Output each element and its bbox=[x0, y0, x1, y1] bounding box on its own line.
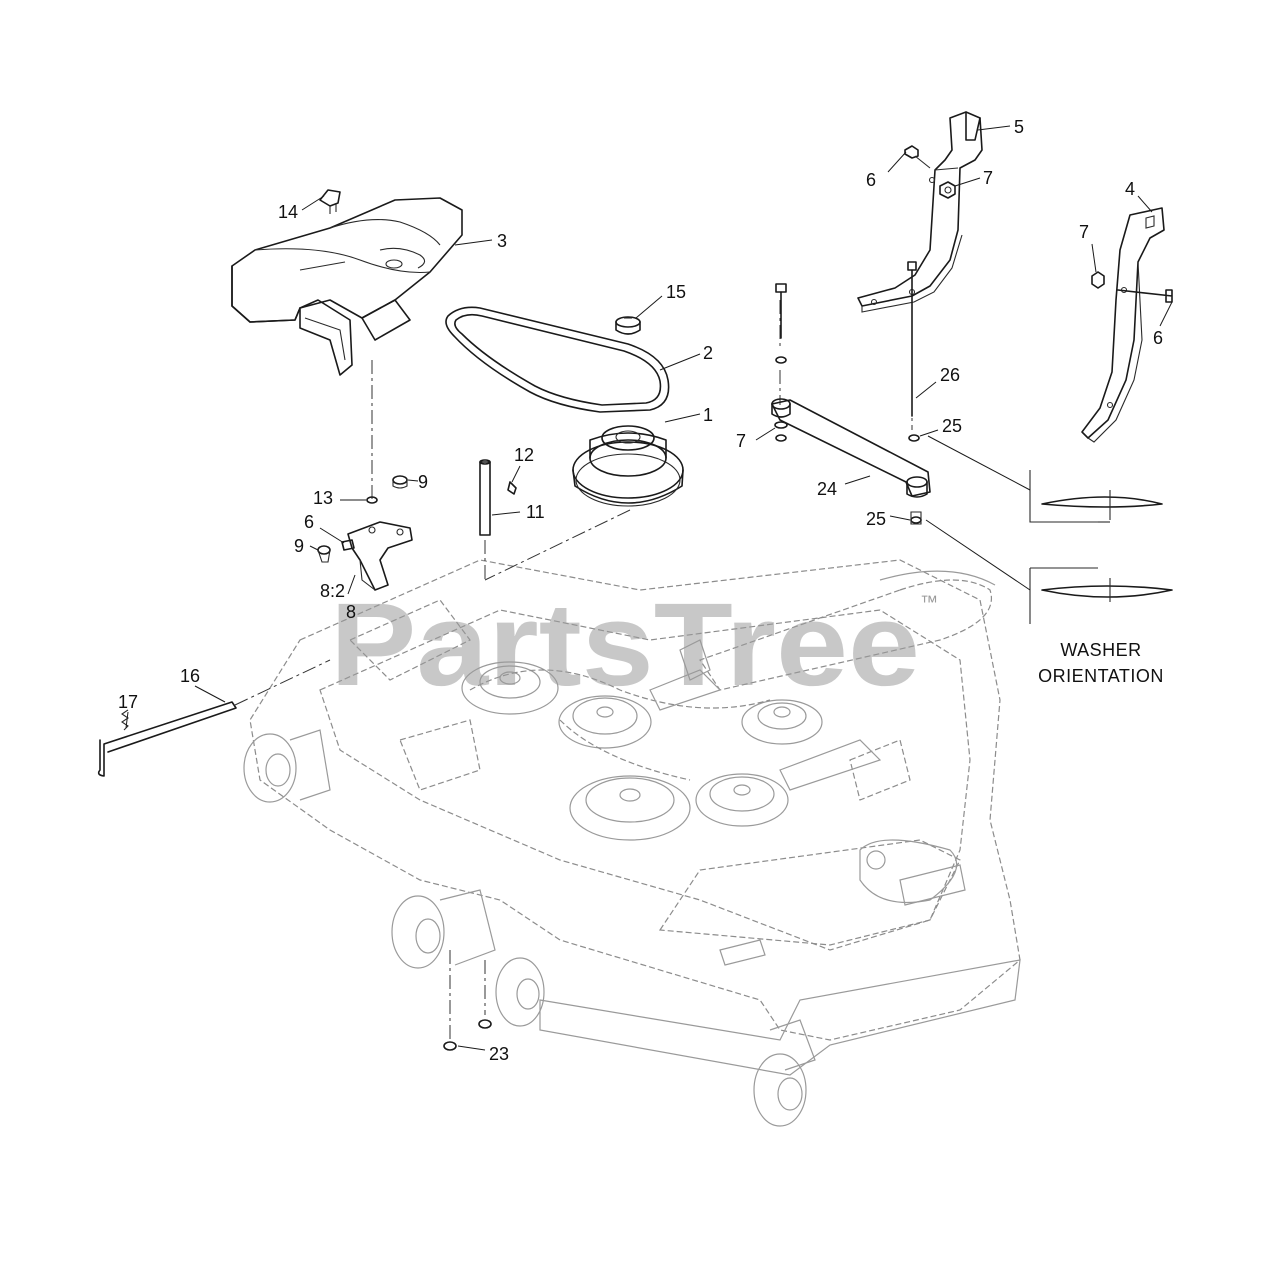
part-25-washer-lower bbox=[910, 511, 922, 525]
part-8-idler-bracket bbox=[341, 521, 413, 591]
callout-6-upper: 6 bbox=[866, 170, 876, 190]
partstree-watermark-logo: PartsTree ™ bbox=[330, 579, 938, 711]
callout-7-upper: 7 bbox=[983, 168, 993, 188]
part-washer-mid bbox=[775, 434, 787, 442]
part-25-washer-upper bbox=[908, 434, 920, 442]
caster-wheel-front-center bbox=[495, 957, 545, 1027]
svg-text:™: ™ bbox=[920, 592, 938, 612]
caster-wheel-left-rear bbox=[243, 729, 331, 803]
part-17-spring bbox=[121, 709, 129, 731]
callout-13: 13 bbox=[313, 488, 333, 508]
callout-6-lower: 6 bbox=[304, 512, 314, 532]
callout-14: 14 bbox=[278, 202, 298, 222]
part-4-mount-bracket bbox=[1081, 207, 1165, 443]
part-13-nut bbox=[366, 496, 378, 504]
callout-9-lower: 9 bbox=[294, 536, 304, 556]
callout-7-right: 7 bbox=[1079, 222, 1089, 242]
spindle-pulley-center-left bbox=[461, 661, 559, 715]
part-7-nut-lower bbox=[774, 421, 788, 429]
part-24-idler-arm bbox=[771, 398, 931, 498]
callout-4: 4 bbox=[1125, 179, 1135, 199]
part-6-bolt-right bbox=[1117, 289, 1173, 303]
part-washer-upper bbox=[775, 356, 787, 364]
part-9-bushing-lower bbox=[317, 545, 331, 563]
washer-orientation-detail bbox=[925, 435, 1173, 624]
spindle-pulley-right-idler bbox=[741, 699, 823, 745]
mower-deck bbox=[243, 559, 1021, 1127]
callout-2: 2 bbox=[703, 343, 713, 363]
part-1-clutch-pulley bbox=[572, 425, 684, 507]
part-23-nut-right bbox=[478, 1019, 492, 1029]
spindle-pulley-front-right bbox=[695, 773, 789, 827]
callout-6-right: 6 bbox=[1153, 328, 1163, 348]
part-bolt-long bbox=[775, 283, 787, 339]
callout-17: 17 bbox=[118, 692, 138, 712]
part-7-nut-upper bbox=[939, 181, 956, 199]
callout-26: 26 bbox=[940, 365, 960, 385]
callout-11: 11 bbox=[526, 502, 545, 522]
callout-16: 16 bbox=[180, 666, 200, 686]
caster-wheel-front-right bbox=[753, 1019, 816, 1127]
part-11-pivot-rod bbox=[479, 459, 491, 536]
callout-labels: 1 2 3 4 5 6 7 6 7 7 8:2 8 9 9 6 11 12 13… bbox=[118, 117, 1163, 1064]
callout-12: 12 bbox=[514, 445, 534, 465]
part-9-bushing-upper bbox=[392, 475, 408, 489]
callout-23: 23 bbox=[489, 1044, 509, 1064]
part-15-cap bbox=[615, 316, 641, 335]
part-5-mount-bracket bbox=[857, 111, 983, 313]
washer-orientation-caption: WASHER ORIENTATION bbox=[1038, 640, 1164, 686]
spindle-pulley-center bbox=[558, 695, 652, 749]
callout-25-upper: 25 bbox=[942, 416, 962, 436]
part-26-bolt bbox=[907, 261, 917, 417]
caster-wheel-left-front bbox=[391, 889, 496, 969]
part-6-bolt-upper bbox=[904, 145, 931, 169]
callout-9-upper: 9 bbox=[418, 472, 428, 492]
callout-8: 8 bbox=[346, 602, 356, 622]
callout-24: 24 bbox=[817, 479, 837, 499]
callout-7-lower: 7 bbox=[736, 431, 746, 451]
spindle-pulley-front-left bbox=[569, 775, 691, 841]
svg-text:PartsTree: PartsTree bbox=[330, 579, 920, 711]
part-3-belt-cover bbox=[231, 197, 463, 376]
part-23-nut-left bbox=[443, 1041, 457, 1051]
part-12-pin bbox=[507, 481, 517, 495]
part-7-nut-right bbox=[1091, 271, 1105, 289]
callout-3: 3 bbox=[497, 231, 507, 251]
caption-line-1: WASHER bbox=[1060, 640, 1141, 660]
callout-leaders bbox=[125, 125, 1173, 1051]
part-2-drive-belt bbox=[445, 306, 670, 413]
callout-5: 5 bbox=[1014, 117, 1024, 137]
caption-line-2: ORIENTATION bbox=[1038, 666, 1164, 686]
callout-15: 15 bbox=[666, 282, 686, 302]
callout-1: 1 bbox=[703, 405, 713, 425]
part-14-knob bbox=[319, 189, 341, 214]
callout-8-2: 8:2 bbox=[320, 581, 345, 601]
callout-25-lower: 25 bbox=[866, 509, 886, 529]
part-16-adjustment-rod bbox=[97, 701, 237, 777]
